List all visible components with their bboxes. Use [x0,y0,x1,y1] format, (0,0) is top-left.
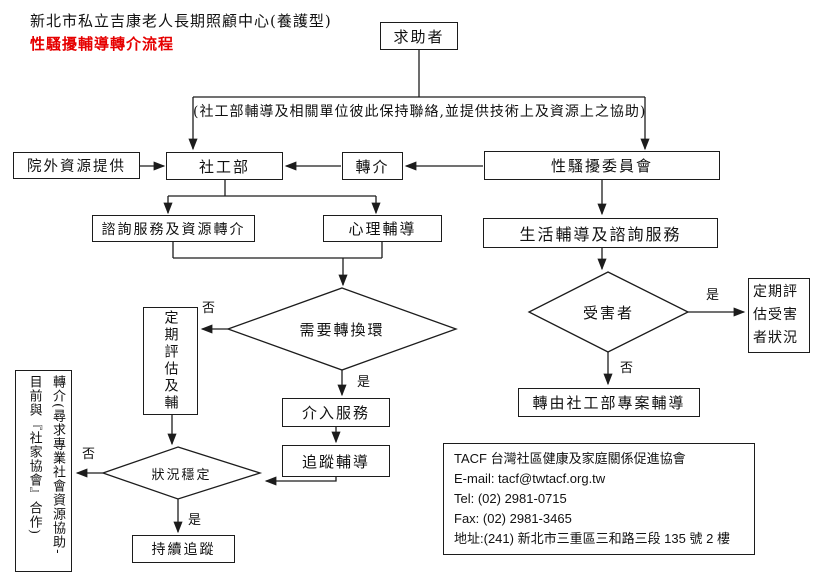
status-stable-diamond-label: 狀況穩定 [151,467,212,483]
continue-follow-box: 持續追蹤 [132,535,235,563]
external-referral-box: 轉介(尋求專業社會資源協助-目前與『社家協會』合作) [15,370,72,572]
yes-label: 是 [357,375,371,390]
page-subtitle: 性騷擾輔導轉介流程 [30,35,175,53]
contact-email: E-mail: tacf@twtacf.org.tw [454,471,606,486]
external-resources-box: 院外資源提供 [13,152,140,179]
follow-counseling-box: 追蹤輔導 [282,445,390,477]
yes-label: 是 [706,288,720,303]
need-change-diamond-label: 需要轉換環 [299,320,385,339]
contact-org: TACF 台灣社區健康及家庭關係促進協會 [454,451,686,466]
contact-card: TACF 台灣社區健康及家庭關係促進協會 E-mail: tacf@twtacf… [443,443,755,555]
periodic-eval-box: 定期評估及輔 [143,307,198,415]
social-work-box: 社工部 [166,152,283,180]
no-label: 否 [82,447,96,462]
consult-service-box: 諮詢服務及資源轉介 [92,215,255,242]
harassment-committee-box: 性騷擾委員會 [484,151,720,180]
seeker-box: 求助者 [380,22,458,50]
page-title: 新北市私立吉康老人長期照顧中心(養護型) [30,12,332,30]
yes-label: 是 [188,513,202,528]
contact-tel: Tel: (02) 2981-0715 [454,491,567,506]
referral-box: 轉介 [342,152,403,180]
contact-address: 地址:(241) 新北市三重區三和路三段 135 號 2 樓 [454,531,730,546]
connector [264,476,337,486]
psych-counseling-box: 心理輔導 [323,215,442,242]
no-label: 否 [202,301,216,316]
assess-victim-box: 定期評估受害者狀況 [748,278,810,353]
coordination-note: (社工部輔導及相關單位彼此保持聯絡,並提供技術上及資源上之協助) [193,104,647,120]
case-counseling-box: 轉由社工部專案輔導 [518,388,700,417]
contact-fax: Fax: (02) 2981-3465 [454,511,572,526]
life-counseling-box: 生活輔導及諮詢服務 [483,218,718,248]
victim-diamond-label: 受害者 [582,303,634,322]
intervention-box: 介入服務 [282,398,390,427]
no-label: 否 [620,361,634,376]
